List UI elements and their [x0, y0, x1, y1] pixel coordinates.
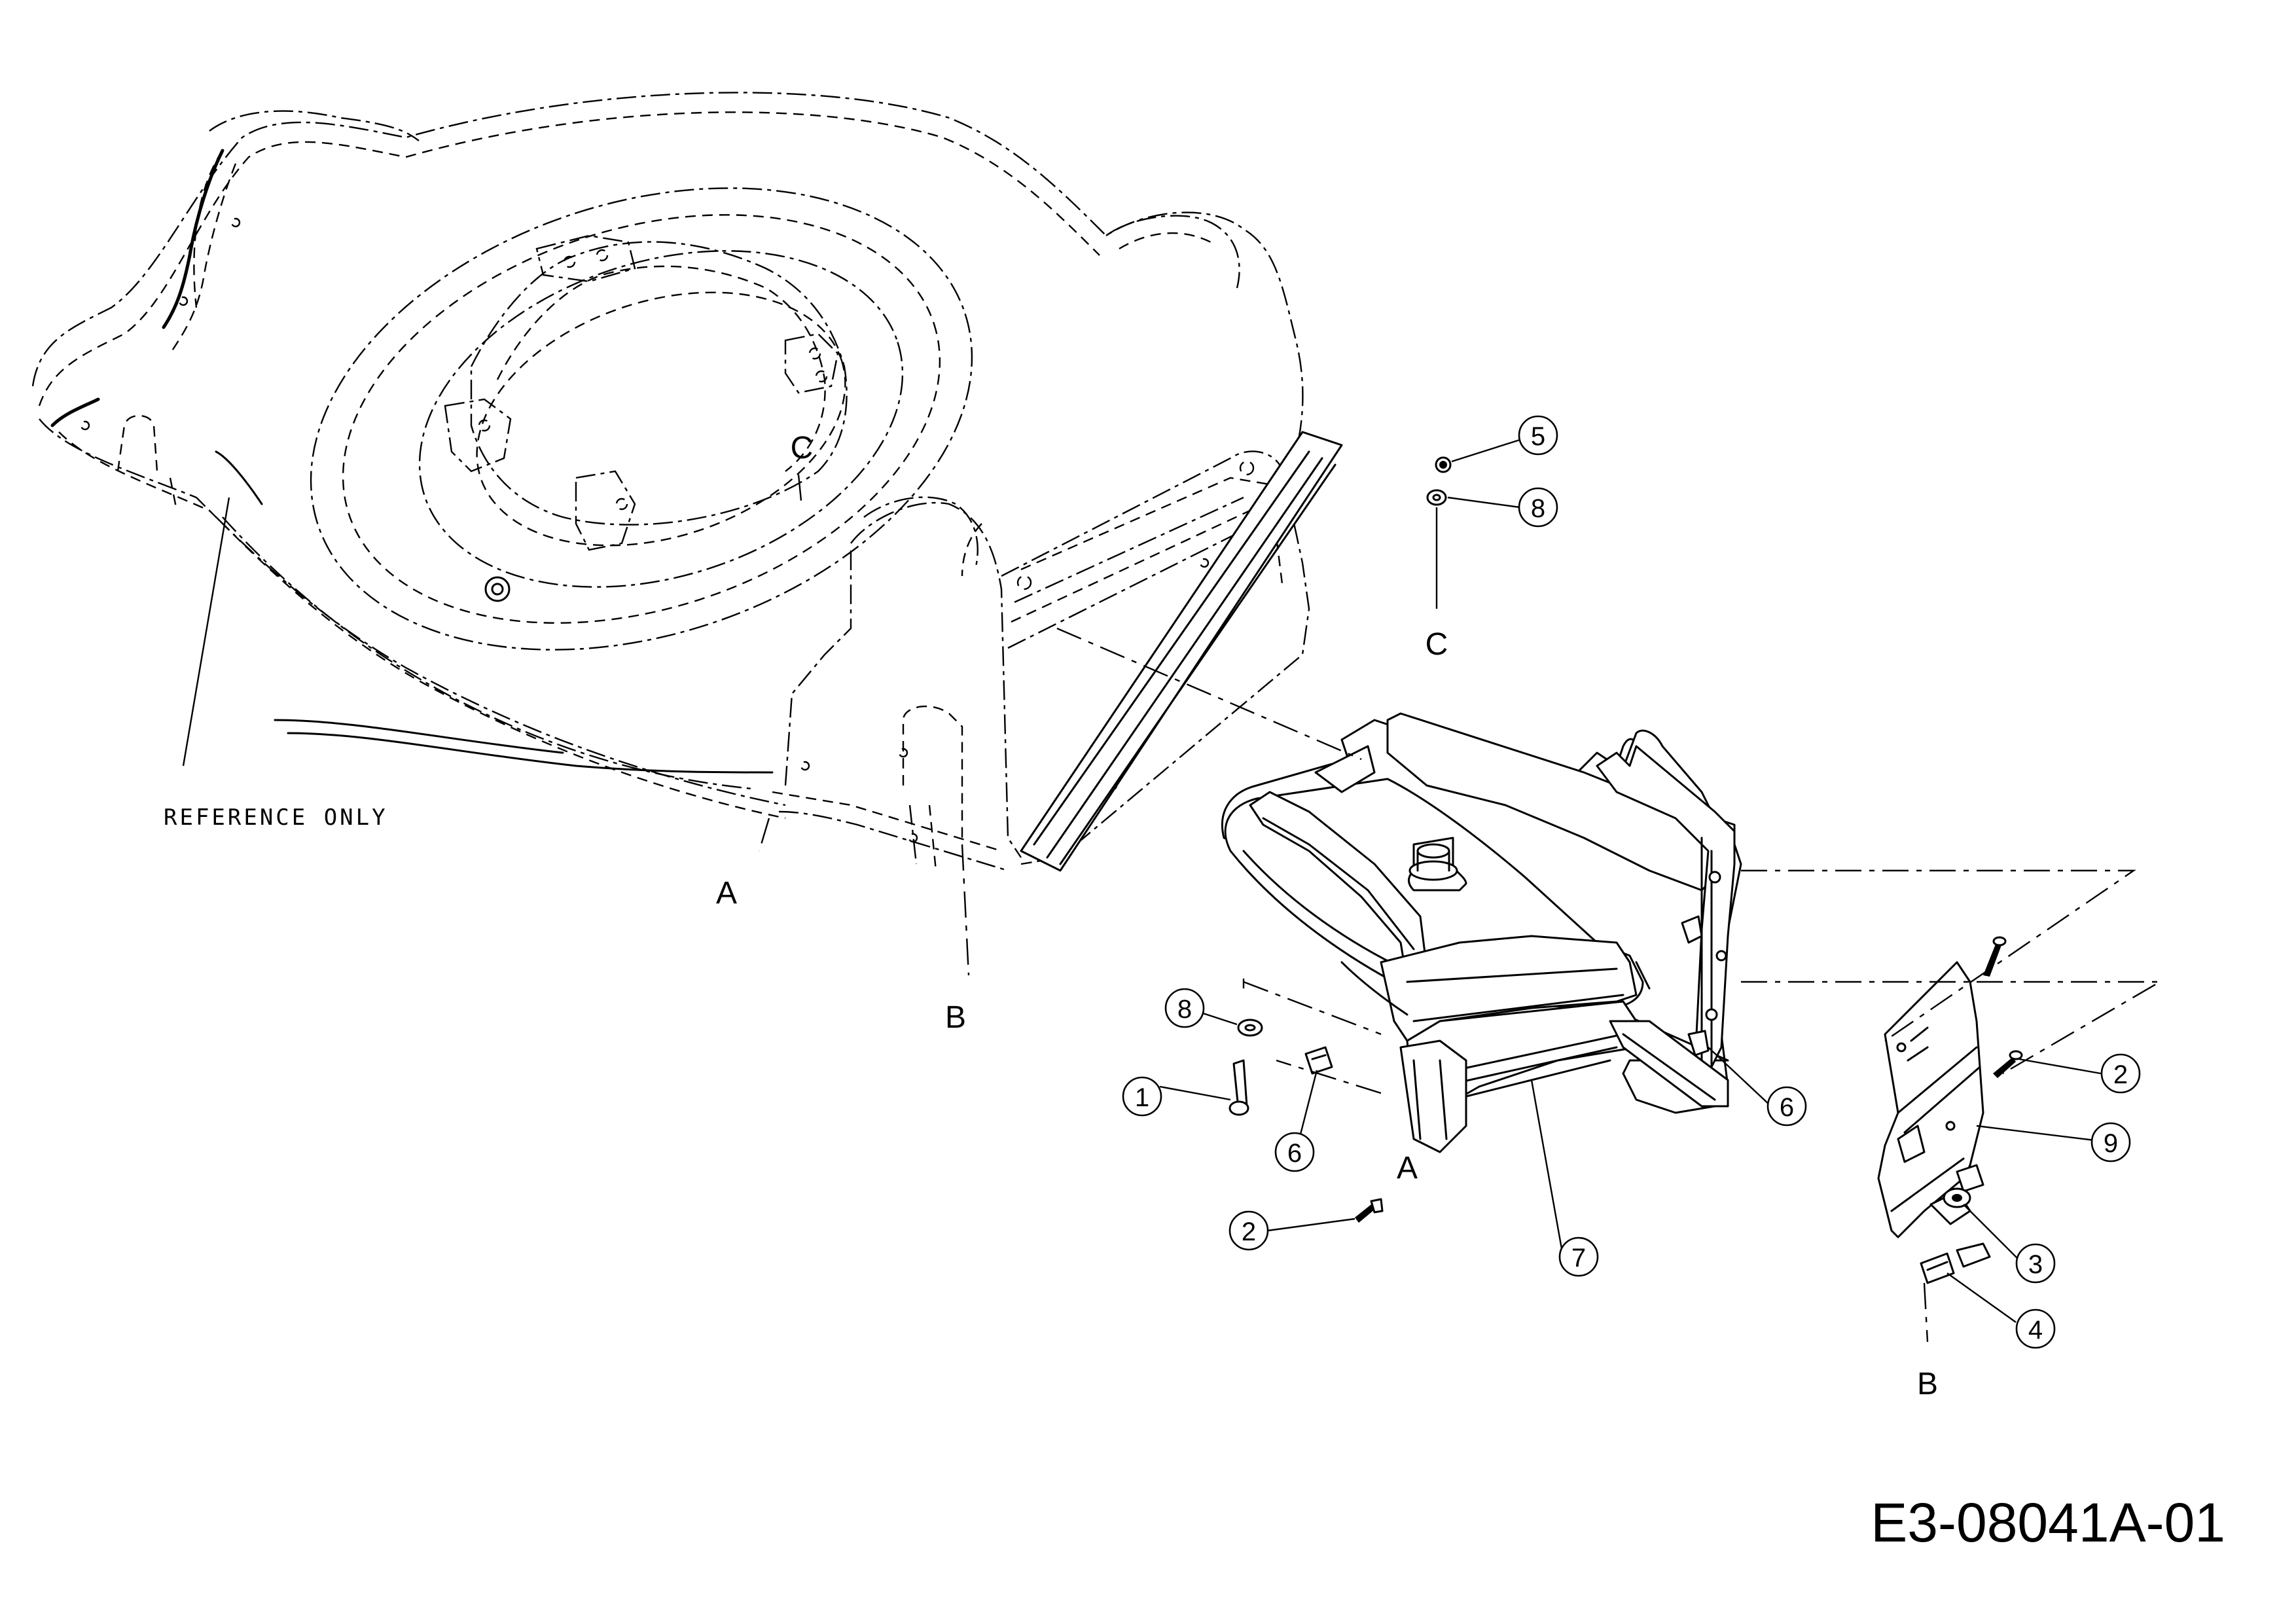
svg-text:3: 3 [2028, 1250, 2043, 1279]
callout-8-top[interactable]: 8 [1518, 487, 1558, 528]
svg-text:9: 9 [2104, 1129, 2118, 1158]
drawing-number: E3-08041A-01 [1871, 1492, 2225, 1553]
svg-text:8: 8 [1177, 995, 1192, 1024]
label-c-hardware: C [1426, 627, 1448, 662]
svg-text:6: 6 [1780, 1093, 1794, 1122]
front-rail [1020, 431, 1343, 872]
assembly-lines [758, 474, 2163, 1343]
clip-nut-part-6-left[interactable] [1304, 1046, 1333, 1075]
washer-part-8-top[interactable] [1426, 489, 1447, 506]
svg-text:1: 1 [1135, 1083, 1149, 1112]
label-b-deck: B [945, 1000, 966, 1035]
callout-6-left[interactable]: 6 [1274, 1132, 1315, 1172]
clip-part-4[interactable] [1920, 1252, 1955, 1284]
mulch-chute-part-7[interactable] [1221, 712, 1742, 1153]
callout-9[interactable]: 9 [2090, 1122, 2131, 1163]
label-b-plate: B [1917, 1367, 1938, 1401]
callout-4[interactable]: 4 [2015, 1308, 2056, 1349]
label-c-deck: C [791, 431, 814, 465]
spacer-part-3[interactable] [1943, 1187, 1971, 1208]
connection-labels: C C A A B B [716, 431, 1938, 1401]
svg-text:4: 4 [2028, 1316, 2043, 1344]
callout-2-upper[interactable]: 2 [2100, 1053, 2141, 1094]
screw-part-2-lower[interactable] [1355, 1198, 1384, 1223]
svg-text:8: 8 [1531, 494, 1545, 523]
label-a-deck: A [716, 876, 737, 911]
reference-note: REFERENCE ONLY [164, 497, 388, 831]
bolt-part-1[interactable] [1229, 1059, 1249, 1116]
callout-1[interactable]: 1 [1122, 1076, 1162, 1117]
washer-part-8-left[interactable] [1237, 1019, 1263, 1037]
callout-2-lower[interactable]: 2 [1229, 1210, 1269, 1251]
callout-6-right[interactable]: 6 [1767, 1086, 1807, 1127]
callout-7[interactable]: 7 [1558, 1236, 1599, 1277]
svg-text:2: 2 [2113, 1060, 2128, 1089]
callout-3[interactable]: 3 [2015, 1243, 2056, 1284]
svg-text:6: 6 [1287, 1139, 1302, 1168]
mower-deck-reference [31, 92, 1310, 872]
callout-5[interactable]: 5 [1518, 415, 1558, 456]
screw-part-2-upper[interactable] [1983, 936, 2007, 977]
screw-part-2-side[interactable] [1993, 1050, 2023, 1078]
svg-text:7: 7 [1571, 1244, 1586, 1272]
reference-only-label: REFERENCE ONLY [164, 804, 388, 831]
svg-text:2: 2 [1242, 1218, 1256, 1246]
callout-8-left[interactable]: 8 [1164, 988, 1205, 1028]
label-a-chute: A [1397, 1151, 1418, 1185]
hardware [1229, 456, 2023, 1284]
nut-part-5[interactable] [1435, 456, 1452, 473]
callout-balloons: 5 8 8 1 6 6 2 2 [1122, 415, 2141, 1349]
svg-text:5: 5 [1531, 422, 1545, 451]
